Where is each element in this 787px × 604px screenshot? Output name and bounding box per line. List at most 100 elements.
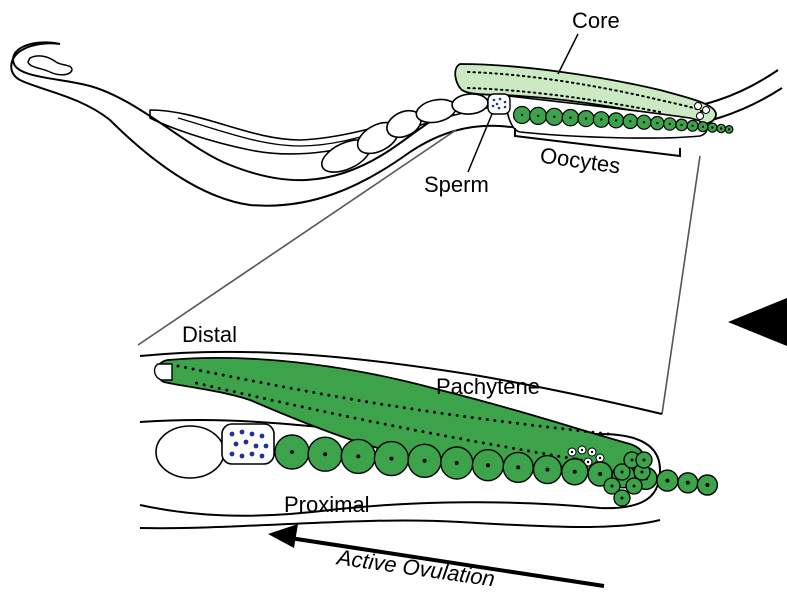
- nucleus-dot: [471, 416, 474, 419]
- oocyte-nucleus: [665, 479, 669, 483]
- nucleus-dot: [222, 374, 225, 377]
- label-active-ovulation: Active Ovulation: [334, 544, 497, 591]
- nucleus-dot: [195, 382, 198, 385]
- nucleus-dot: [599, 432, 602, 435]
- oocyte-nucleus: [615, 119, 617, 121]
- nucleus-dot: [297, 388, 300, 391]
- sperm-leader-line: [468, 114, 492, 172]
- oocyte-nucleus: [643, 121, 645, 123]
- nucleus-dot: [267, 383, 270, 386]
- nucleus-dot: [312, 391, 315, 394]
- nucleus-dot: [452, 436, 455, 439]
- nucleus-dot: [308, 407, 311, 410]
- nucleus-dot: [244, 378, 247, 381]
- nucleus-dot: [414, 429, 417, 432]
- nucleus-dot: [237, 377, 240, 380]
- sperm-dot: [504, 106, 507, 109]
- oocyte-nucleus: [621, 497, 624, 500]
- nucleus-dot: [376, 421, 379, 424]
- oocyte-nucleus: [423, 459, 427, 463]
- sperm-dot: [260, 434, 265, 439]
- nucleus-dot: [384, 423, 387, 426]
- oocyte-nucleus: [633, 485, 636, 488]
- core-leader-line: [558, 34, 578, 74]
- nucleus-dot: [584, 430, 587, 433]
- nucleus-dot: [516, 422, 519, 425]
- oocyte-nucleus: [356, 454, 360, 458]
- nucleus-dot: [323, 410, 326, 413]
- label-proximal: Proximal: [284, 492, 370, 517]
- nucleus-dot: [554, 426, 557, 429]
- nucleus-dot: [192, 368, 195, 371]
- oocyte-nucleus: [686, 481, 690, 485]
- nucleus-dot: [482, 441, 485, 444]
- nucleus-dot: [259, 381, 262, 384]
- nucleus-dot: [512, 447, 515, 450]
- transition-nucleus: [587, 461, 589, 463]
- nucleus-dot: [607, 433, 610, 436]
- nucleus-dot: [441, 412, 444, 415]
- nucleus-dot: [320, 392, 323, 395]
- nucleus-dot: [207, 371, 210, 374]
- nucleus-dot: [421, 430, 424, 433]
- nucleus-dot: [489, 443, 492, 446]
- sperm-dot: [230, 432, 235, 437]
- sperm-dot: [240, 454, 245, 459]
- nucleus-dot: [218, 387, 221, 390]
- oocyte-nucleus: [669, 123, 671, 125]
- nucleus-dot: [520, 448, 523, 451]
- oocyte-nucleus: [323, 452, 327, 456]
- sperm-dot: [498, 107, 501, 110]
- label-distal: Distal: [182, 322, 237, 347]
- nucleus-dot: [346, 415, 349, 418]
- oocyte-nucleus: [545, 468, 549, 472]
- nucleus-dot: [388, 404, 391, 407]
- nucleus-dot: [429, 432, 432, 435]
- nucleus-dot: [478, 417, 481, 420]
- nucleus-dot: [448, 413, 451, 416]
- nucleus-dot: [278, 400, 281, 403]
- nucleus-dot: [403, 406, 406, 409]
- nucleus-dot: [225, 389, 228, 392]
- nucleus-dot: [316, 409, 319, 412]
- nucleus-dot: [338, 413, 341, 416]
- nucleus-dot: [255, 395, 258, 398]
- nucleus-dot: [361, 418, 364, 421]
- nucleus-dot: [342, 396, 345, 399]
- oocyte-nucleus: [621, 471, 624, 474]
- oocyte-nucleus: [611, 485, 614, 488]
- transition-nucleus: [581, 449, 583, 451]
- nucleus-dot: [354, 417, 357, 420]
- top-spermatheca: [488, 94, 510, 114]
- nucleus-dot: [433, 411, 436, 414]
- nucleus-dot: [497, 444, 500, 447]
- nucleus-dot: [229, 375, 232, 378]
- nucleus-dot: [591, 431, 594, 434]
- nucleus-dot: [565, 456, 568, 459]
- oocyte-nucleus: [720, 127, 722, 129]
- oocyte-nucleus: [728, 128, 730, 130]
- nucleus-dot: [456, 414, 459, 417]
- nucleus-dot: [527, 450, 530, 453]
- nucleus-dot: [524, 423, 527, 426]
- nucleus-dot: [214, 372, 217, 375]
- oocyte-nucleus: [600, 118, 602, 120]
- label-sperm: Sperm: [424, 172, 489, 197]
- zoom-uterus: [156, 424, 274, 478]
- nucleus-dot: [531, 424, 534, 427]
- nucleus-dot: [301, 405, 304, 408]
- sperm-dot: [499, 98, 502, 101]
- nucleus-dot: [410, 407, 413, 410]
- nucleus-dot: [557, 455, 560, 458]
- sperm-dot: [240, 430, 245, 435]
- nucleus-dot: [535, 451, 538, 454]
- nucleus-dot: [252, 380, 255, 383]
- sperm-dot: [504, 101, 507, 104]
- nucleus-dot: [508, 421, 511, 424]
- oocyte-nucleus: [521, 114, 523, 116]
- sperm-dot: [234, 442, 239, 447]
- sperm-dot: [496, 103, 499, 106]
- nucleus-dot: [463, 415, 466, 418]
- nucleus-dot: [437, 433, 440, 436]
- sperm-dot: [260, 454, 265, 459]
